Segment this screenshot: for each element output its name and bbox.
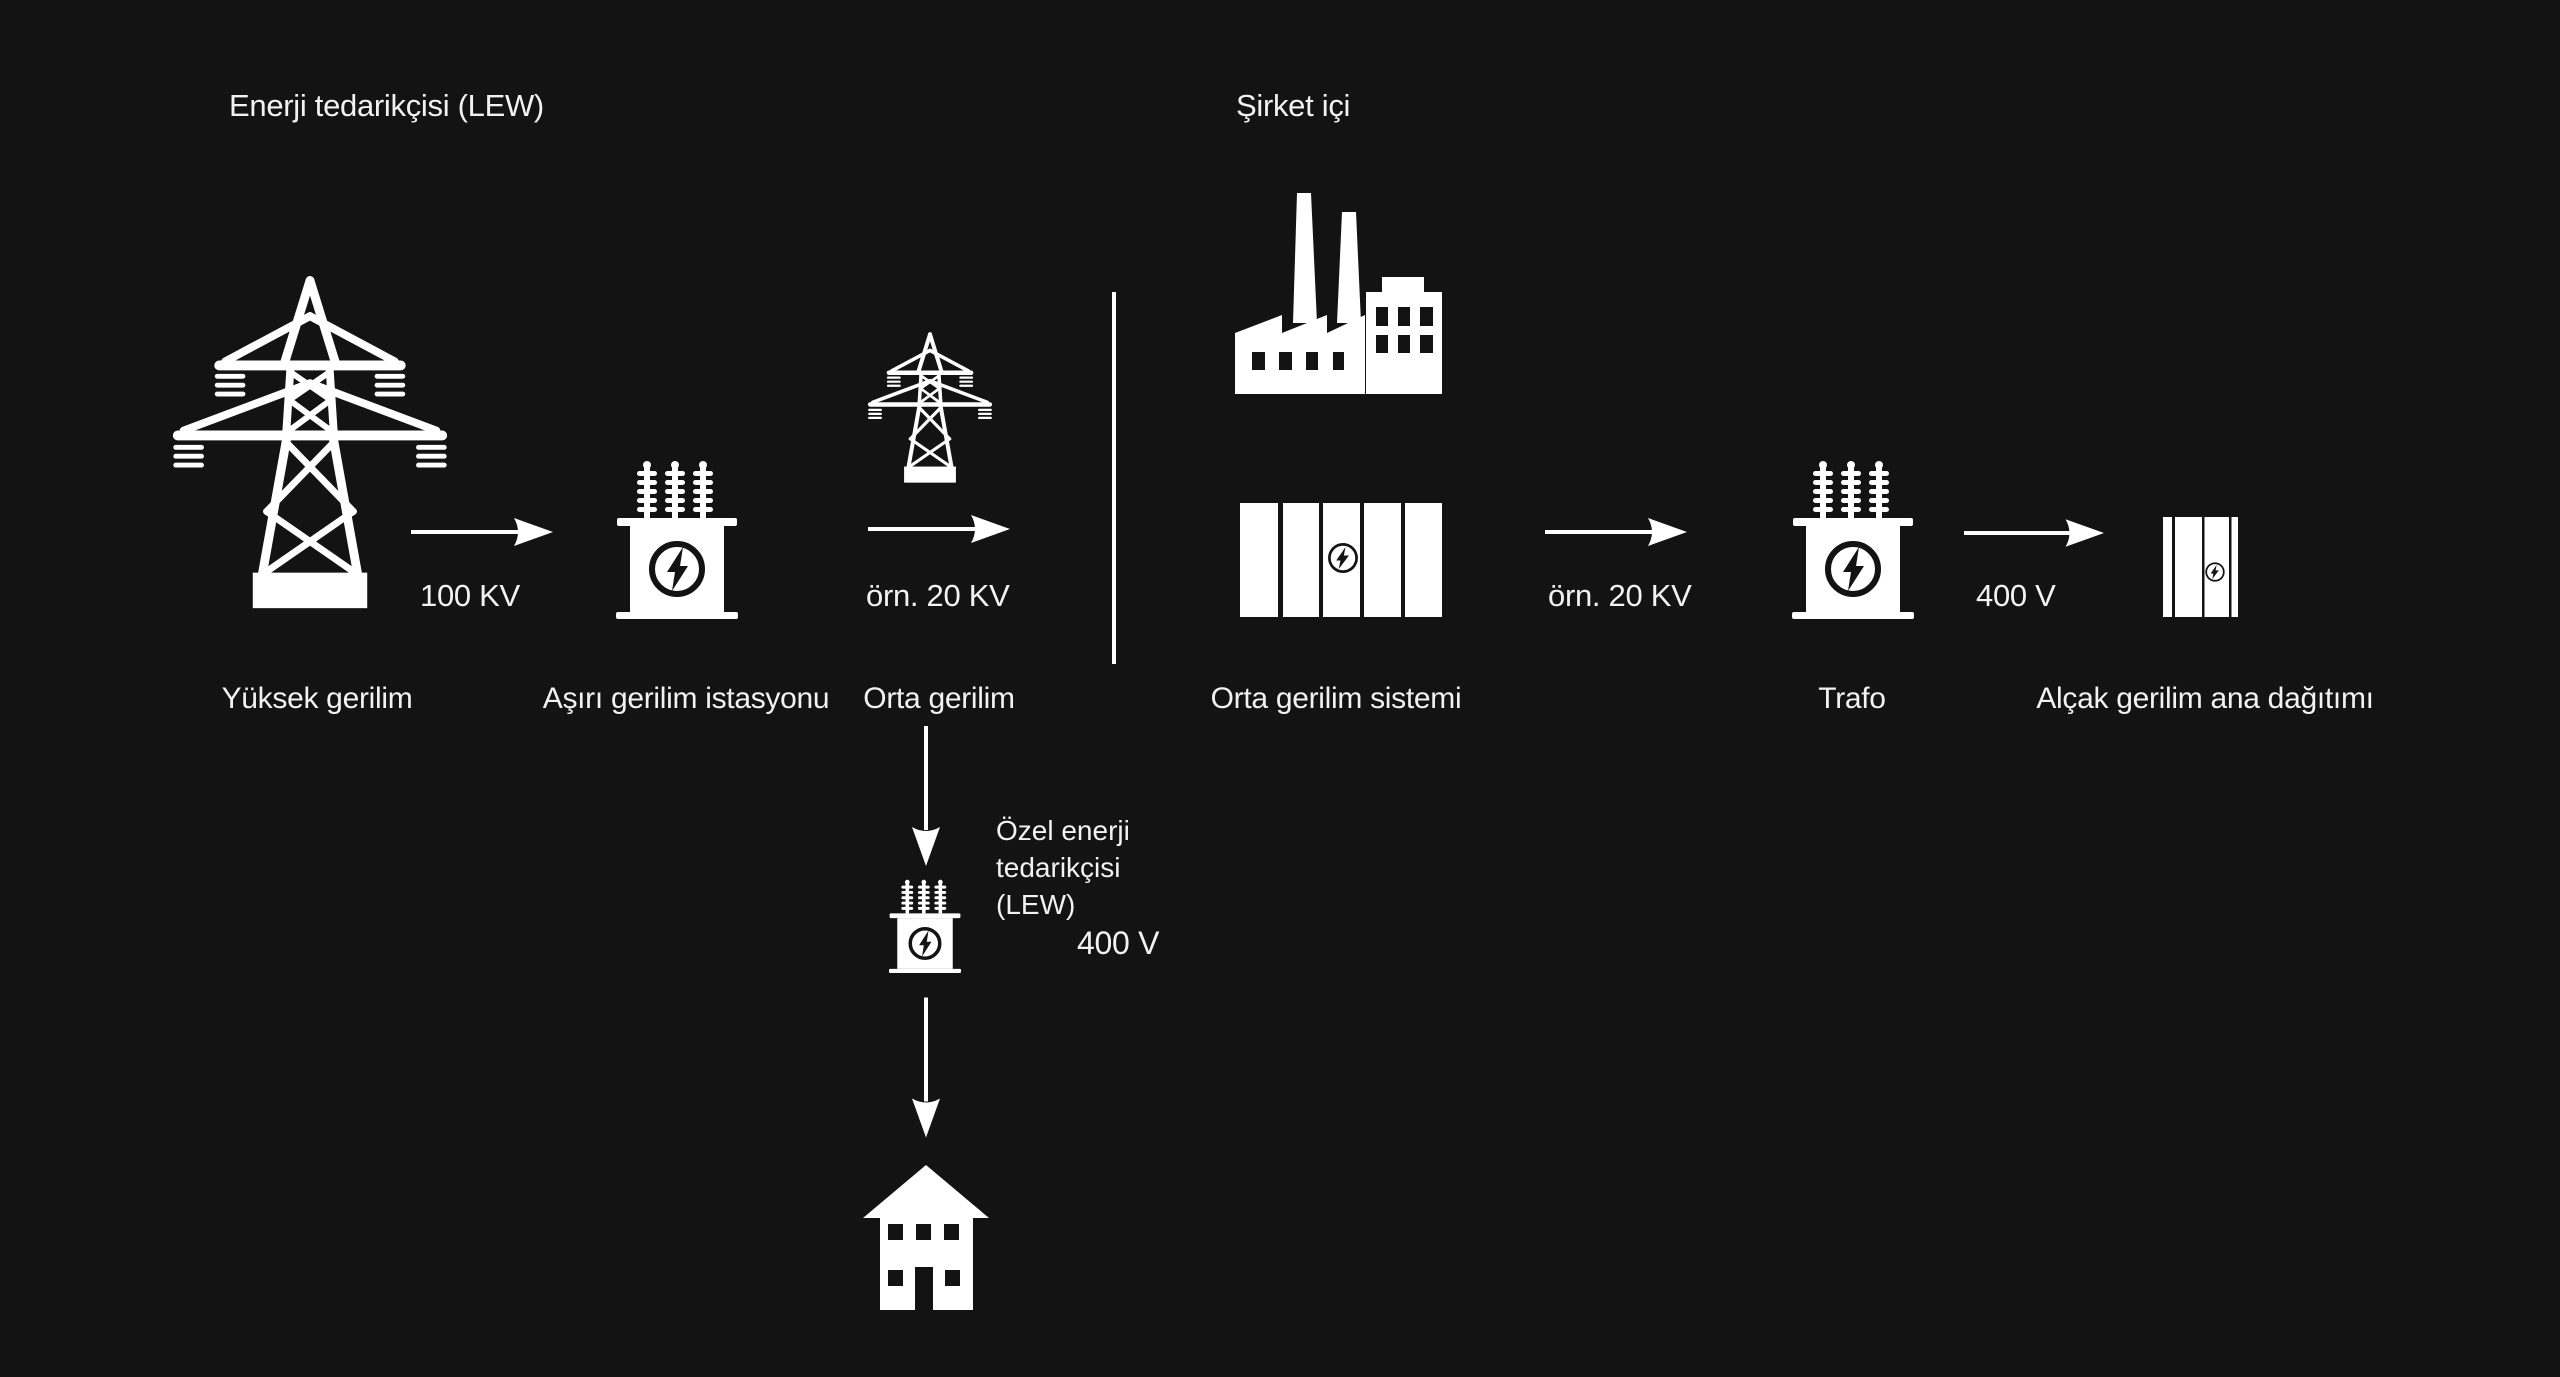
label-medium-voltage: Orta gerilim (863, 682, 1015, 715)
transformer-station-icon (616, 459, 738, 619)
flow-label-400v: 400 V (1976, 578, 2056, 613)
factory-icon (1235, 191, 1442, 395)
distribution-panel-icon (2163, 517, 2238, 617)
flow-label-100kv: 100 KV (420, 578, 520, 613)
house-icon (863, 1163, 989, 1310)
transmission-tower-large-icon (162, 270, 458, 620)
label-high-voltage: Yüksek gerilim (221, 682, 413, 715)
flow-label-20kv-right: örn. 20 KV (1548, 578, 1692, 613)
section-divider-line (1112, 292, 1116, 664)
label-medium-voltage-system: Orta gerilim sistemi (1210, 682, 1462, 715)
arrow-down-icon (911, 995, 941, 1140)
label-private-energy-supplier-line3: (LEW) (996, 889, 1076, 920)
arrow-right-icon (1545, 517, 1687, 547)
transmission-tower-small-icon (863, 316, 997, 488)
arrow-right-icon (411, 517, 553, 547)
label-overvoltage-station: Aşırı gerilim istasyonu (542, 682, 830, 715)
section-header-in-company: Şirket içi (1236, 88, 1351, 123)
label-low-voltage-distribution: Alçak gerilim ana dağıtımı (2036, 682, 2374, 715)
flow-label-400v-branch: 400 V (1077, 925, 1160, 961)
arrow-right-icon (868, 514, 1010, 544)
transformer-trafo-icon (1792, 459, 1914, 619)
label-trafo: Trafo (1818, 682, 1886, 715)
arrow-right-icon (1964, 518, 2104, 548)
switchgear-panels-icon (1240, 498, 1442, 622)
section-header-energy-supplier: Enerji tedarikçisi (LEW) (229, 88, 544, 123)
label-private-energy-supplier: Özel enerji tedarikçisi (LEW) (996, 812, 1130, 923)
arrow-down-icon (911, 726, 941, 866)
label-private-energy-supplier-line2: tedarikçisi (996, 852, 1121, 883)
flow-label-20kv-left: örn. 20 KV (866, 578, 1010, 613)
transformer-private-icon (889, 878, 961, 973)
label-private-energy-supplier-line1: Özel enerji (996, 815, 1130, 846)
